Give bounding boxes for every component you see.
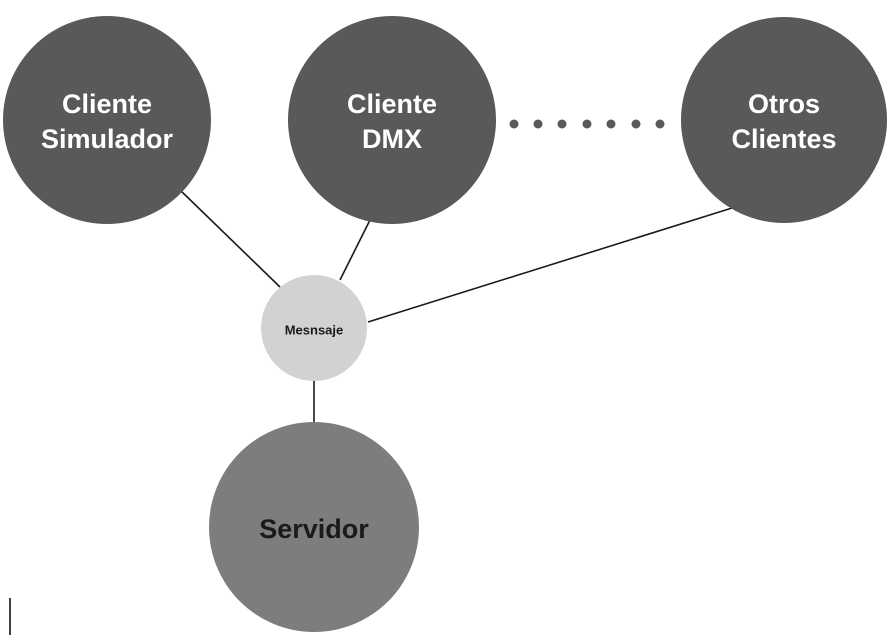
node-circle (681, 17, 887, 223)
node-circle (209, 422, 419, 632)
node-circle (261, 275, 367, 381)
connector-dmx-mensaje (339, 219, 371, 281)
node-otros-clientes: Otros Clientes (681, 17, 887, 223)
node-label-line2: Simulador (41, 124, 174, 154)
node-label-line1: Cliente (62, 89, 152, 119)
node-label: Servidor (259, 514, 369, 544)
ellipsis-dot (606, 119, 616, 129)
node-circle (3, 16, 211, 224)
node-label-line2: Clientes (731, 124, 836, 154)
node-mensaje: Mesnsaje (261, 275, 367, 381)
node-label-line2: DMX (362, 124, 422, 154)
ellipsis-dot (533, 119, 543, 129)
node-circle (288, 16, 496, 224)
node-label-line1: Otros (748, 89, 820, 119)
ellipsis-dot (655, 119, 665, 129)
node-cliente-dmx: Cliente DMX (288, 16, 496, 224)
node-label: Mesnsaje (285, 323, 344, 338)
ellipsis-dots (509, 119, 665, 129)
ellipsis-dot (557, 119, 567, 129)
node-cliente-simulador: Cliente Simulador (3, 16, 211, 224)
node-label-line1: Cliente (347, 89, 437, 119)
node-servidor: Servidor (209, 422, 419, 632)
ellipsis-dot (509, 119, 519, 129)
connector-simulador-mensaje (179, 189, 281, 288)
ellipsis-dot (582, 119, 592, 129)
connector-otros-mensaje (367, 207, 733, 323)
ellipsis-dot (631, 119, 641, 129)
